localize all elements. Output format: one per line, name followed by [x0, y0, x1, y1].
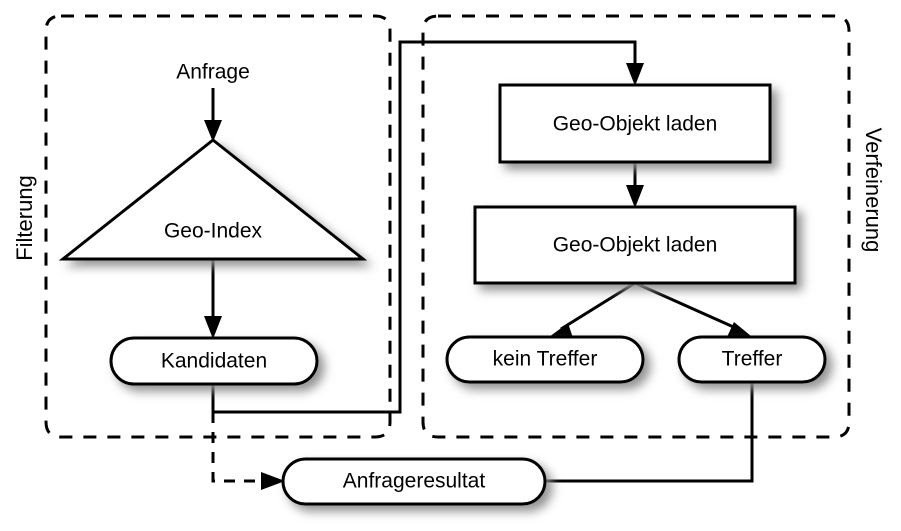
node-geo-objekt-laden-1-shape	[498, 83, 772, 164]
group-verfeinerung-label: Verfeinerung	[861, 128, 886, 253]
node-kandidaten-label: Kandidaten	[161, 350, 267, 373]
node-kein-treffer-shape	[445, 335, 645, 384]
edge-treffer-to-anfrageresultat	[545, 382, 754, 483]
edge-geo-objekt-laden-2-to-treffer	[634, 281, 751, 337]
node-geo-objekt-laden-1[interactable]: Geo-Objekt laden	[498, 83, 772, 164]
node-geo-index-label: Geo-Index	[164, 220, 263, 243]
node-kein-treffer-label: kein Treffer	[493, 348, 598, 371]
node-anfrageresultat-shape	[281, 457, 547, 506]
node-anfrageresultat-label: Anfrageresultat	[343, 470, 486, 493]
node-treffer-shape	[677, 335, 827, 384]
group-filterung-frame	[44, 14, 392, 439]
edge-geo-objekt-laden-1-to-2	[626, 162, 644, 208]
edge-kandidaten-to-anfrageresultat	[211, 412, 285, 490]
node-geo-objekt-laden-1-label: Geo-Objekt laden	[553, 113, 718, 136]
node-geo-objekt-laden-2-shape	[473, 205, 797, 285]
group-filterung-label: Filterung	[12, 175, 37, 261]
node-geo-index-shape	[58, 138, 368, 261]
node-treffer-label: Treffer	[722, 348, 783, 371]
edge-anfrage-to-geo-index	[204, 88, 222, 142]
group-verfeinerung: Verfeinerung	[421, 14, 886, 439]
node-kandidaten-shape	[109, 336, 319, 386]
node-kandidaten[interactable]: Kandidaten	[109, 336, 319, 386]
edge-geo-index-to-kandidaten	[204, 259, 222, 339]
node-treffer[interactable]: Treffer	[677, 335, 827, 384]
node-anfrage-label: Anfrage	[176, 61, 250, 84]
node-geo-objekt-laden-2-label: Geo-Objekt laden	[553, 234, 718, 257]
group-filterung: Filterung	[12, 14, 392, 439]
node-anfrageresultat[interactable]: Anfrageresultat	[281, 457, 547, 506]
edge-geo-objekt-laden-2-to-kein-treffer	[549, 281, 636, 338]
group-verfeinerung-frame	[421, 14, 851, 439]
node-geo-index[interactable]: Geo-Index	[58, 138, 368, 261]
node-kein-treffer[interactable]: kein Treffer	[445, 335, 645, 384]
edge-kandidaten-to-geo-objekt-laden-1	[211, 40, 644, 414]
node-geo-objekt-laden-2[interactable]: Geo-Objekt laden	[473, 205, 797, 285]
